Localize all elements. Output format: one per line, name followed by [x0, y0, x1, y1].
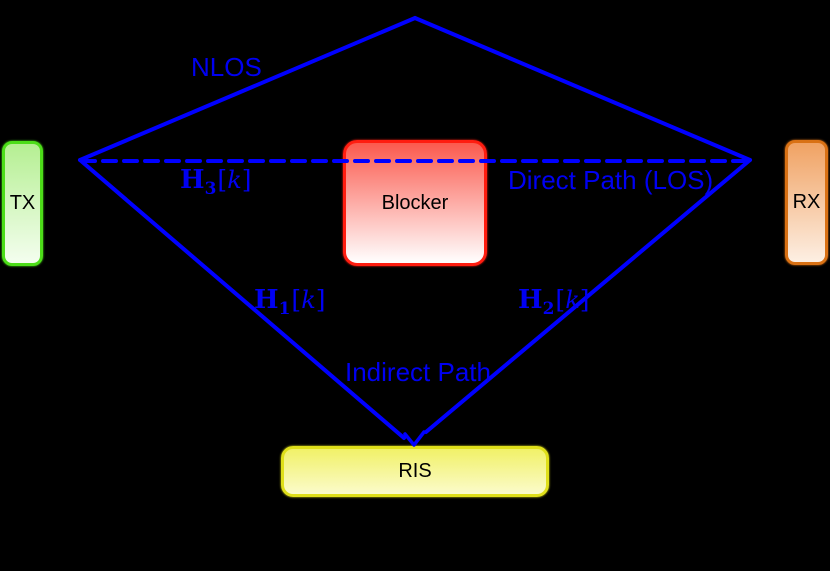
h1-channel-label: H1[k]	[254, 287, 326, 318]
ris-arrowhead-icon	[403, 430, 426, 447]
indirect-path-label: Indirect Path	[345, 357, 491, 387]
blocker-node: Blocker	[343, 140, 487, 266]
h1-index-k: k	[301, 286, 316, 314]
h2-symbol: H	[518, 285, 543, 315]
h1-subscript: 1	[278, 299, 292, 319]
h2-index-k: k	[565, 286, 580, 314]
ris-label: RIS	[398, 460, 432, 482]
h3-index-k: k	[227, 166, 242, 194]
h3-close-bracket: ]	[241, 165, 252, 194]
h2-channel-label: H2[k]	[518, 287, 590, 318]
nlos-line-tx-segment	[78, 16, 417, 162]
h3-channel-label: H3[k]	[180, 167, 252, 198]
h1-open-bracket: [	[291, 285, 302, 314]
h1-close-bracket: ]	[315, 285, 326, 314]
h3-open-bracket: [	[217, 165, 228, 194]
h2-close-bracket: ]	[579, 285, 590, 314]
rx-label: RX	[792, 191, 821, 213]
rx-node: RX	[785, 140, 828, 265]
h3-symbol: H	[180, 165, 205, 195]
h3-subscript: 3	[204, 179, 218, 199]
h2-subscript: 2	[542, 299, 556, 319]
blocker-label: Blocker	[381, 191, 449, 214]
nlos-line-rx-segment	[413, 16, 752, 162]
h2-open-bracket: [	[555, 285, 566, 314]
h1-symbol: H	[254, 285, 279, 315]
ris-node: RIS	[281, 446, 549, 497]
tx-label: TX	[9, 192, 36, 214]
nlos-path-label: NLOS	[191, 52, 262, 82]
tx-node: TX	[2, 141, 43, 266]
direct-path-label: Direct Path (LOS)	[508, 165, 714, 195]
